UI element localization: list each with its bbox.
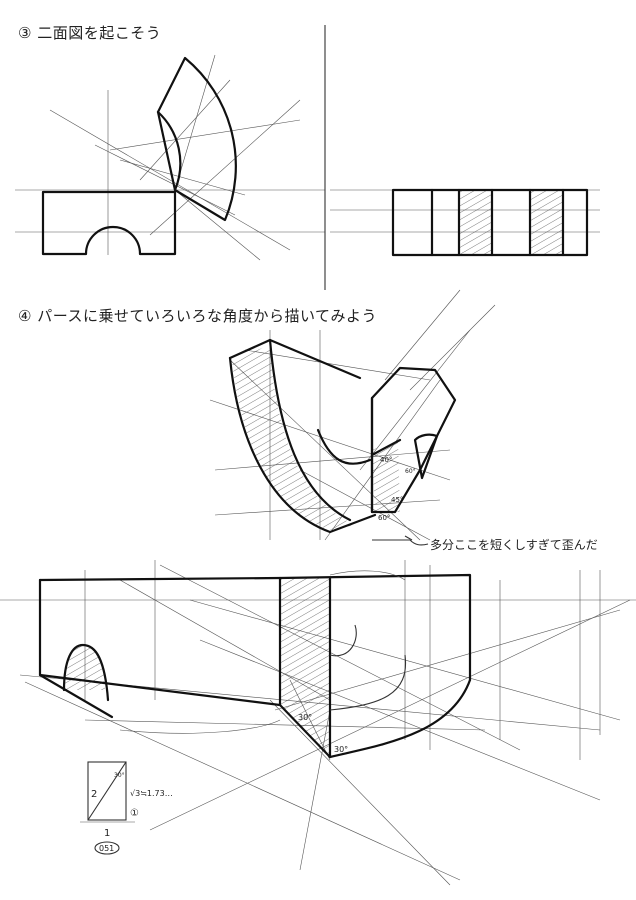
triangle-circled-label: ① xyxy=(130,808,139,819)
triangle-vertical-label: √3≒1.73… xyxy=(130,789,173,798)
angle-label-60b: 60° xyxy=(405,468,416,475)
triangle-base-label: 1 xyxy=(104,828,110,839)
angle-label-45: 45° xyxy=(391,496,403,504)
triangle-stamp: 051 xyxy=(99,844,114,853)
triangle-diagram: 2 30° √3≒1.73… ① 1 051 xyxy=(80,761,173,855)
front-view xyxy=(15,54,325,261)
angle-label-60: 60° xyxy=(378,514,390,522)
heading-step4: ④ パースに乗せていろいろな角度から描いてみよう xyxy=(18,307,378,325)
heading-step3: ③ 二面図を起こそう xyxy=(18,24,162,42)
perspective-lower: 30° 30° xyxy=(0,560,636,886)
note-text: 多分ここを短くしすぎて歪んだ xyxy=(430,538,598,552)
angle-label-30a: 30° xyxy=(298,713,312,722)
perspective-upper: 40° 60° 45° 60° xyxy=(209,289,496,541)
triangle-hyp-label: 2 xyxy=(91,789,97,800)
side-view xyxy=(330,188,600,257)
angle-label-40: 40° xyxy=(380,456,392,464)
angle-label-30b: 30° xyxy=(334,745,348,754)
triangle-angle-label: 30° xyxy=(114,772,125,779)
note-pointer xyxy=(409,539,429,546)
stamp-oval xyxy=(94,841,120,855)
